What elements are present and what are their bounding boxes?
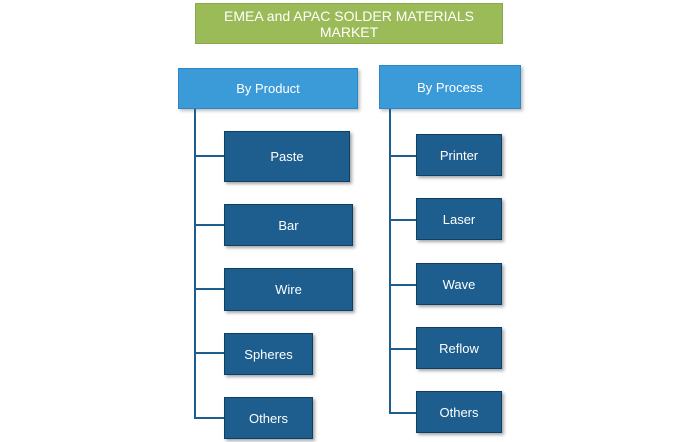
category-label: By Product [236,81,300,96]
leaf-node-others: Others [224,397,313,439]
connector-line [194,417,224,419]
connector-line [389,284,416,286]
connector-line [194,288,224,290]
root-title: EMEA and APAC SOLDER MATERIALS MARKET [223,7,475,40]
leaf-node-others: Others [416,391,502,433]
leaf-node-paste: Paste [224,131,350,182]
connector-line [194,155,224,157]
connector-line [194,109,196,419]
connector-line [194,352,224,354]
leaf-node-spheres: Spheres [224,333,313,375]
leaf-node-wave: Wave [416,263,502,305]
leaf-node-bar: Bar [224,204,353,246]
connector-line [389,155,416,157]
leaf-node-reflow: Reflow [416,327,502,369]
leaf-label: Wire [275,282,302,297]
leaf-label: Printer [439,147,479,163]
category-by-process: By Process [379,65,521,109]
leaf-label: Laser [442,211,476,227]
leaf-node-printer: Printer [416,134,502,176]
connector-line [389,219,416,221]
leaf-label: Others [248,410,288,426]
leaf-label: Reflow [439,340,479,356]
leaf-label: Wave [442,276,476,292]
leaf-label: Bar [278,217,299,233]
leaf-node-laser: Laser [416,198,502,240]
root-node: EMEA and APAC SOLDER MATERIALS MARKET [195,3,503,44]
leaf-node-wire: Wire [224,268,353,311]
leaf-label: Others [439,404,479,420]
connector-line [194,224,224,226]
connector-line [389,412,416,414]
category-by-product: By Product [178,68,358,109]
leaf-label: Paste [270,149,304,164]
category-label: By Process [417,79,483,95]
connector-line [389,348,416,350]
leaf-label: Spheres [244,346,293,362]
connector-line [389,109,391,414]
